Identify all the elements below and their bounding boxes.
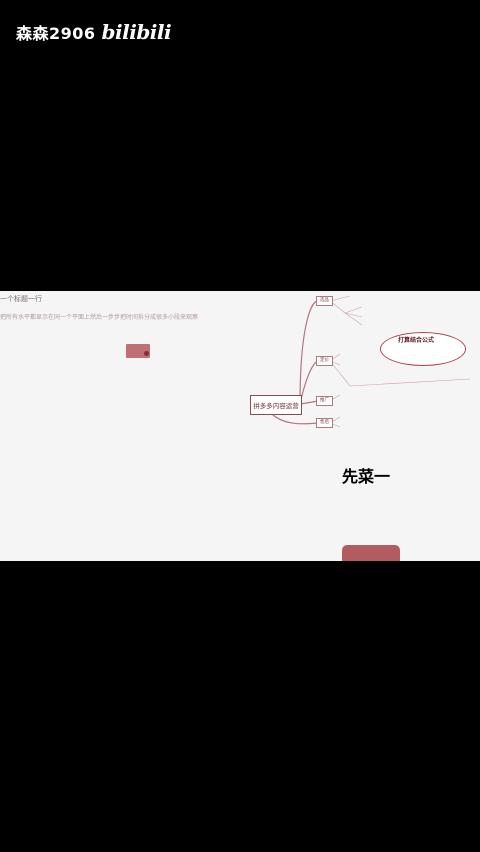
overlay-caption: 先菜一	[342, 467, 391, 486]
watermark: 森森2906 bilibili	[16, 20, 172, 44]
watermark-username: 森森2906	[16, 24, 96, 43]
mindmap-connectors	[271, 295, 471, 428]
mindmap-callout-bubble	[380, 332, 466, 366]
mindmap-branch-node[interactable]: 推广	[316, 396, 333, 406]
video-sub-line: 把所有水平都显示在同一个平面上然后一步步把时间拆分成很多小段来观察	[0, 314, 199, 321]
corner-tab[interactable]	[342, 545, 400, 561]
video-frame[interactable]: 一个标题一行 把所有水平都显示在同一个平面上然后一步步把时间拆分成很多小段来观察…	[0, 291, 480, 561]
mindmap-branch-node[interactable]: 定价	[316, 356, 333, 366]
mindmap-center-node[interactable]: 拼多多内容运营	[250, 395, 302, 415]
bubble-title: 打算结合公式	[398, 337, 435, 344]
video-top-line: 一个标题一行	[0, 295, 42, 303]
mindmap-branch-node[interactable]: 售后	[316, 418, 333, 428]
mindmap-branch-node[interactable]: 选品	[316, 296, 333, 306]
cursor-icon	[144, 351, 149, 356]
bilibili-logo: bilibili	[101, 20, 172, 44]
